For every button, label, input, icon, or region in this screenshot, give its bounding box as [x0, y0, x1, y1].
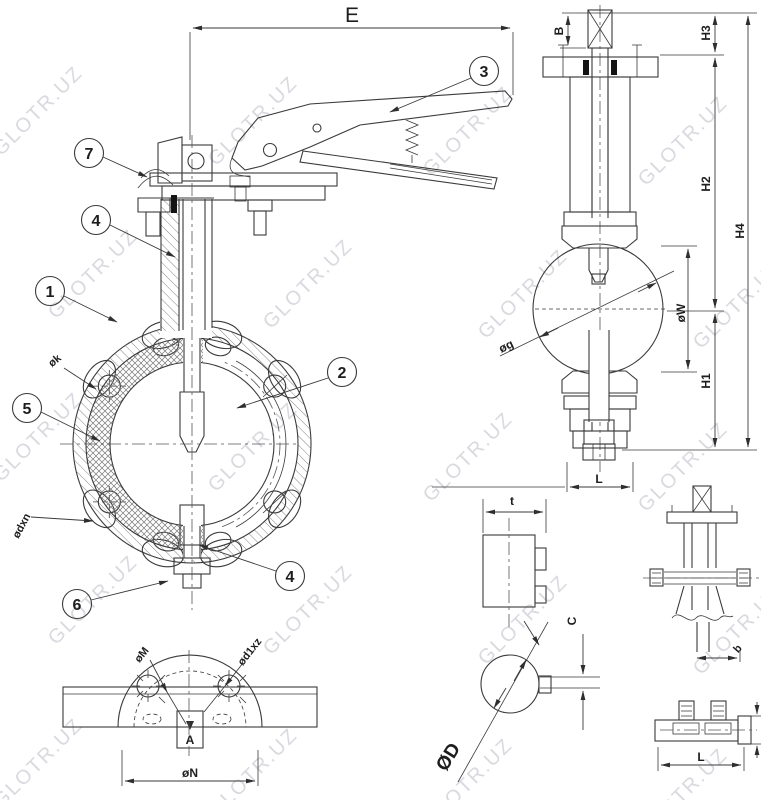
dim-label-h3: H3 [699, 25, 713, 41]
dim-label-on: øN [182, 766, 198, 780]
dimension-on: øN [121, 750, 259, 786]
handle-lever [137, 90, 513, 237]
callout-5: 5 [11, 392, 101, 442]
dim-label-b-small: b [731, 642, 745, 655]
label-odxn: ødxn [11, 511, 94, 540]
dimension-h4: H4 [733, 15, 751, 448]
dim-label-c: C [565, 616, 579, 625]
detail-disc-edge: ØD C [432, 616, 600, 783]
callout-4-lower: 4 [198, 544, 306, 592]
dim-label-b: B [552, 26, 566, 35]
dimension-e: E [189, 4, 514, 140]
dim-label-h4: H4 [733, 223, 747, 239]
callout-5-label: 5 [23, 401, 32, 418]
dim-label-od1xz: ød1xz [236, 636, 265, 668]
valve-neck [158, 197, 214, 338]
dim-label-ow: øW [674, 303, 688, 322]
detail-mini-bottom-view: L [654, 700, 761, 771]
dim-label-om: øM [132, 645, 151, 665]
dim-label-l-small: L [697, 750, 704, 764]
flange-hole-right [213, 670, 247, 704]
dimension-b: B [552, 15, 586, 49]
dimension-h2: H2 [667, 57, 724, 312]
dim-label-odxn: ødxn [11, 511, 34, 540]
bottom-view: A øN øM ød1xz [62, 636, 318, 786]
dimension-l-side: L [432, 462, 634, 492]
label-ok: øk [46, 352, 97, 390]
callout-6: 6 [61, 580, 169, 620]
section-label-a: A [186, 733, 195, 747]
detail-mini-side-view: b [643, 485, 760, 662]
callout-4-lower-label: 4 [286, 569, 295, 586]
callout-3: 3 [389, 55, 500, 113]
callout-7-label: 7 [85, 146, 94, 163]
dimension-og: øg [496, 270, 675, 357]
dim-label-h2: H2 [699, 176, 713, 192]
dimension-h3: H3 [562, 12, 757, 56]
front-view: E øk ødxn 1 2 [11, 4, 514, 620]
callout-2: 2 [236, 356, 358, 409]
callout-6-label: 6 [73, 597, 82, 614]
callout-1-label: 1 [46, 284, 55, 301]
dimension-h1: H1 [622, 313, 757, 451]
dimension-ow: øW [661, 245, 697, 373]
seat-liner [86, 338, 203, 550]
flange-hole-left [132, 670, 166, 704]
dim-label-h1: H1 [699, 373, 713, 389]
callout-1: 1 [34, 275, 118, 323]
callout-2-label: 2 [338, 365, 347, 382]
callout-4-upper: 4 [80, 204, 176, 258]
dim-label-og: øg [496, 337, 515, 356]
section-arrow [186, 721, 194, 730]
dimension-od1xz: ød1xz [203, 636, 265, 713]
detail-seat-profile: t [482, 494, 547, 630]
dim-label-od: ØD [432, 740, 465, 775]
dim-label-ok: øk [46, 352, 64, 370]
callout-4-upper-label: 4 [92, 213, 101, 230]
side-section-view: øg øW B H3 H2 [432, 5, 757, 492]
callout-7: 7 [73, 137, 148, 178]
callout-3-label: 3 [480, 64, 489, 81]
dim-label-l-side: L [595, 472, 602, 486]
dim-label-t: t [510, 494, 514, 508]
dim-label-e: E [345, 4, 359, 27]
